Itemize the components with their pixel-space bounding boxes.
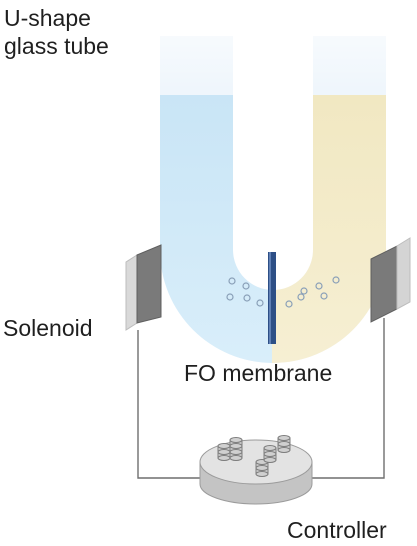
- tube-label-line2: glass tube: [4, 33, 109, 59]
- wire-left: [137, 330, 200, 479]
- solenoid-right-front: [370, 245, 398, 323]
- particle: [243, 294, 251, 302]
- stack: [229, 437, 243, 461]
- wires: [137, 318, 385, 479]
- solenoid-right-side: [396, 237, 411, 310]
- controller-stacks: [217, 435, 291, 477]
- particle: [256, 299, 264, 307]
- fo-membrane: [268, 252, 276, 344]
- solenoid-label: Solenoid: [3, 315, 93, 341]
- particle: [300, 287, 308, 295]
- stack: [277, 435, 291, 453]
- controller: [199, 435, 313, 505]
- particle: [242, 282, 250, 290]
- wire-right: [312, 318, 385, 479]
- solenoid-right: [370, 237, 411, 323]
- particle: [332, 276, 340, 284]
- right-solution: [272, 95, 386, 363]
- stack: [255, 459, 269, 477]
- particle: [315, 282, 323, 290]
- solenoid-left: [125, 244, 162, 331]
- particle: [228, 277, 236, 285]
- tube-label: U-shape glass tube: [4, 4, 109, 60]
- particle: [226, 293, 234, 301]
- particles: [226, 276, 340, 308]
- stack: [263, 445, 277, 463]
- solenoid-left-front: [125, 254, 138, 331]
- fo-membrane-highlight: [269, 252, 271, 344]
- stack: [217, 443, 231, 461]
- particle: [320, 292, 328, 300]
- controller-label: Controller: [287, 517, 387, 543]
- particle: [297, 293, 305, 301]
- glass-top-fade: [155, 30, 391, 90]
- left-solution: [160, 95, 272, 363]
- solenoid-left-side: [136, 244, 162, 324]
- membrane-label: FO membrane: [184, 360, 333, 386]
- particle: [285, 300, 293, 308]
- tube-label-line1: U-shape: [4, 5, 91, 31]
